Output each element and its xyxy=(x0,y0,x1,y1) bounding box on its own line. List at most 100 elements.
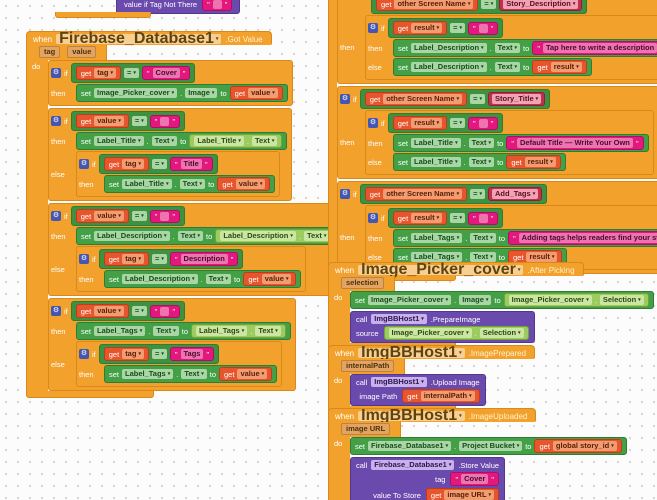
property-dropdown[interactable]: Selection▾ xyxy=(479,328,524,338)
variable-dropdown[interactable]: result▾ xyxy=(550,62,582,72)
variable-dropdown[interactable]: value▾ xyxy=(261,274,292,284)
equals-operator-dropdown[interactable]: =▾ xyxy=(450,213,466,223)
property-dropdown[interactable]: Image▾ xyxy=(459,295,492,305)
component-property-getter-block[interactable]: Label_Description▾.Text▾ xyxy=(215,229,335,243)
component-dropdown[interactable]: ImgBBHost1▾ xyxy=(358,408,465,424)
property-dropdown[interactable]: Text▾ xyxy=(177,231,204,241)
param-chip-tag[interactable]: tag xyxy=(39,46,61,58)
component-dropdown[interactable]: Label_Tags▾ xyxy=(94,326,146,336)
text-value-field[interactable]: Description xyxy=(180,254,228,264)
component-dropdown[interactable]: Label_Title▾ xyxy=(411,138,461,148)
property-dropdown[interactable]: Text▾ xyxy=(470,252,496,262)
component-dropdown[interactable]: Firebase_Database1▾ xyxy=(56,31,222,47)
text-string-block[interactable]: "Title" xyxy=(169,157,213,171)
text-string-block[interactable]: "Cover" xyxy=(450,472,500,486)
gear-icon[interactable]: ⚙ xyxy=(51,116,61,126)
property-dropdown[interactable]: Selection▾ xyxy=(599,295,644,305)
variable-dropdown[interactable]: value▾ xyxy=(94,306,124,316)
variable-dropdown[interactable]: other Screen Name▾ xyxy=(383,189,463,199)
component-dropdown[interactable]: Label_Tags▾ xyxy=(196,326,248,336)
component-property-getter-block[interactable]: Label_Title▾.Text▾ xyxy=(189,134,283,148)
property-dropdown[interactable]: Text▾ xyxy=(468,157,495,167)
property-dropdown[interactable]: Text▾ xyxy=(251,136,278,146)
component-dropdown[interactable]: Firebase_Database1▾ xyxy=(368,441,452,451)
equals-operator-dropdown[interactable]: =▾ xyxy=(151,349,167,359)
equals-operator-dropdown[interactable]: =▾ xyxy=(470,189,485,199)
screen-name-block[interactable]: Add_Tags▾ xyxy=(487,187,543,201)
equals-operator-dropdown[interactable]: =▾ xyxy=(450,118,466,128)
component-dropdown[interactable]: Label_Tags▾ xyxy=(411,233,463,243)
text-value-field[interactable]: Title xyxy=(180,159,202,169)
text-value-field[interactable]: Cover xyxy=(152,68,180,78)
text-value-field[interactable] xyxy=(478,23,488,33)
text-string-block[interactable]: "Description" xyxy=(169,252,239,266)
variable-dropdown[interactable]: other Screen Name▾ xyxy=(394,0,474,9)
equals-operator-dropdown[interactable]: =▾ xyxy=(481,0,497,9)
component-dropdown[interactable]: Label_Title▾ xyxy=(94,136,144,146)
text-string-block[interactable]: "Adding tags helps readers find your sto… xyxy=(508,231,657,245)
param-chip-image-URL[interactable]: image URL xyxy=(341,423,391,435)
text-value-field[interactable] xyxy=(160,306,170,316)
property-dropdown[interactable]: Text▾ xyxy=(153,326,179,336)
component-dropdown[interactable]: ImgBBHost1▾ xyxy=(371,377,427,387)
text-string-block[interactable]: "" xyxy=(149,209,181,223)
property-dropdown[interactable]: Text▾ xyxy=(179,179,206,189)
component-dropdown[interactable]: Label_Title▾ xyxy=(411,157,461,167)
equals-operator-dropdown[interactable]: =▾ xyxy=(131,211,147,221)
text-string-block[interactable]: "" xyxy=(149,304,181,318)
text-string-block[interactable]: "" xyxy=(149,114,181,128)
component-property-getter-block[interactable]: Image_Picker_cover▾.Selection▾ xyxy=(503,293,649,307)
text-string-block[interactable]: "Tap here to write a description" xyxy=(532,41,657,55)
variable-dropdown[interactable]: value▾ xyxy=(94,211,124,221)
text-value-field[interactable]: Adding tags helps readers find your stor… xyxy=(518,233,657,243)
variable-dropdown[interactable]: global story_id▾ xyxy=(552,441,617,451)
gear-icon[interactable]: ⚙ xyxy=(51,211,61,221)
gear-icon[interactable]: ⚙ xyxy=(368,213,378,223)
gear-icon[interactable]: ⚙ xyxy=(368,118,378,128)
property-dropdown[interactable]: Text▾ xyxy=(494,62,521,72)
equals-operator-dropdown[interactable]: =▾ xyxy=(450,23,466,33)
text-value-field[interactable] xyxy=(160,211,170,221)
gear-icon[interactable]: ⚙ xyxy=(340,94,350,104)
component-dropdown[interactable]: Label_Tags▾ xyxy=(122,369,174,379)
screen-name-block[interactable]: Story_Title▾ xyxy=(487,92,546,106)
component-dropdown[interactable]: Label_Description▾ xyxy=(411,62,487,72)
